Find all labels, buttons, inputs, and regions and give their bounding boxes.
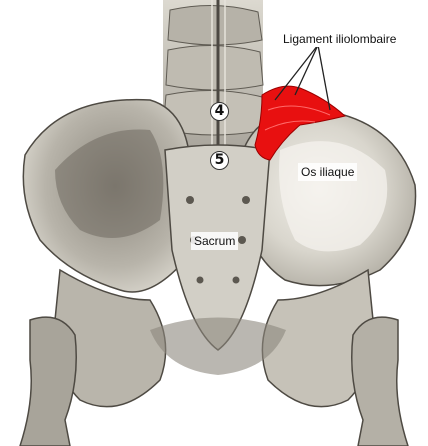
iliac-bone-label: Os iliaque: [298, 163, 357, 181]
vertebra-l5-number: 5: [210, 151, 229, 170]
vertebra-l4-number: 4: [210, 102, 229, 121]
ligament-label: Ligament iliolombaire: [281, 31, 398, 47]
sacrum-label: Sacrum: [191, 232, 238, 250]
left-iliac-wing: [23, 100, 190, 292]
